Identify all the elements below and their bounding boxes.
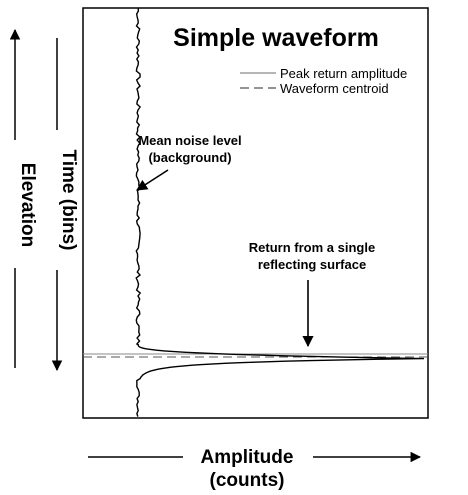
- annotation-noise-line2: (background): [148, 150, 231, 165]
- elevation-label-group: Elevation: [9, 28, 38, 368]
- x-axis-label-group: Amplitude (counts): [88, 447, 422, 491]
- x-axis-units: (counts): [210, 470, 285, 491]
- plot-frame: [82, 7, 429, 419]
- y-axis-label-group: Time (bins): [51, 38, 79, 372]
- annotation-noise-arrow: [136, 169, 169, 191]
- chart-title: Simple waveform: [173, 24, 379, 52]
- legend: Peak return amplitude Waveform centroid: [240, 66, 407, 96]
- annotation-noise-line1: Mean noise level: [138, 133, 241, 148]
- annotation-return: Return from a single reflecting surface: [249, 240, 375, 348]
- annotation-noise: Mean noise level (background): [136, 133, 242, 191]
- annotation-return-line1: Return from a single: [249, 240, 375, 255]
- waveform-line: [135, 7, 425, 417]
- legend-label-peak: Peak return amplitude: [280, 66, 407, 81]
- y-axis-label: Time (bins): [58, 150, 79, 251]
- annotation-return-line2: reflecting surface: [258, 257, 366, 272]
- x-axis-label: Amplitude: [201, 447, 294, 468]
- elevation-label: Elevation: [17, 163, 38, 247]
- legend-label-centroid: Waveform centroid: [280, 81, 389, 96]
